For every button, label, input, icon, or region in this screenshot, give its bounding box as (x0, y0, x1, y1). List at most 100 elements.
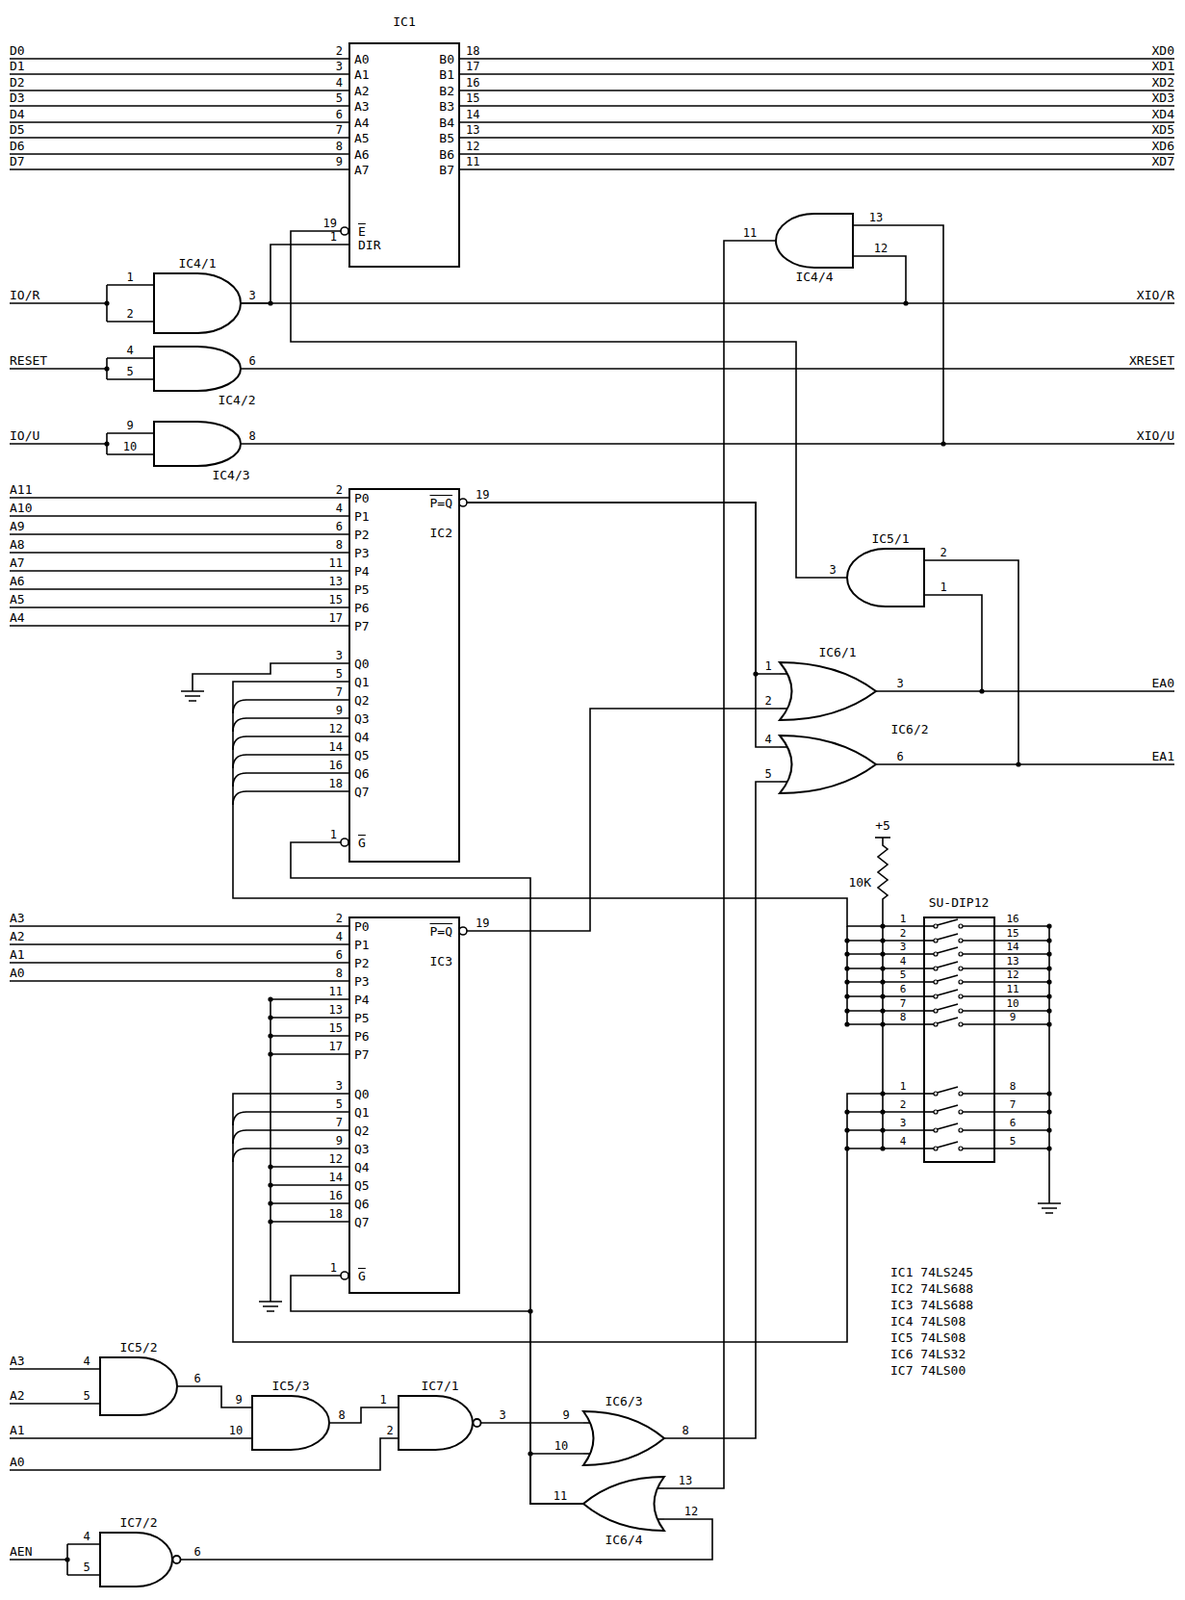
pin-number: 13 (329, 574, 343, 589)
pin-number: 1 (939, 580, 947, 594)
signal-wire (664, 781, 780, 1439)
signal-name: IC1 74LS245 (890, 1264, 974, 1280)
logic-gate: IC5/2 (100, 1357, 178, 1416)
pin-number: 8 (900, 1010, 907, 1024)
junction-dot (844, 1145, 850, 1151)
gate-symbol (252, 1395, 330, 1450)
pin-name: B6 (438, 147, 455, 162)
wire (962, 1023, 1050, 1026)
pin-number: 12 (684, 1504, 698, 1519)
pin-stub (657, 1518, 665, 1520)
pin-name: P3 (354, 974, 370, 989)
pin-number: 18 (329, 1207, 343, 1221)
wire (9, 979, 349, 982)
signal-name: EA0 (1152, 675, 1175, 691)
gate-symbol (775, 213, 853, 268)
pin-name: DIR (358, 237, 381, 253)
pin-stub (657, 1487, 665, 1490)
part-name: IC2 (430, 525, 453, 541)
signal-name: D1 (9, 58, 26, 74)
junction-dot (879, 965, 885, 971)
gate-symbol (779, 662, 876, 721)
pin-number: 8 (335, 139, 343, 154)
pin-name: P2 (354, 527, 370, 542)
part-name: IC6/1 (818, 644, 856, 660)
pin-number: 4 (82, 1354, 90, 1368)
switch-contact (958, 952, 963, 956)
junction-dot (1046, 923, 1052, 928)
pin-number: 3 (900, 940, 907, 954)
wire (9, 533, 349, 536)
junction-dot (879, 951, 885, 956)
pin-number: 3 (900, 1116, 907, 1130)
wire (905, 302, 1175, 305)
pin-number: 2 (900, 1098, 907, 1111)
pin-name: B4 (438, 115, 455, 130)
pin-number: 11 (465, 154, 480, 169)
junction-dot (527, 1450, 533, 1456)
pin-number: 6 (335, 948, 343, 962)
junction-dot (844, 993, 850, 999)
junction-dot (1046, 1108, 1052, 1114)
signal-name: XD7 (1152, 154, 1175, 169)
pin-name: P0 (354, 490, 370, 506)
signal-name: A0 (9, 1454, 26, 1469)
pin-number: 9 (234, 1392, 242, 1407)
signal-name: AEN (9, 1544, 32, 1559)
signal-name: A2 (9, 1388, 26, 1403)
wire (962, 1129, 1050, 1132)
gate-outline (154, 421, 241, 466)
wire (962, 980, 1050, 983)
junction-dot (267, 300, 273, 306)
pin-stub (779, 780, 788, 783)
wire (981, 690, 1175, 693)
junction-dot (1046, 937, 1052, 943)
signal-name: A2 (9, 928, 26, 944)
signal-name: XD1 (1152, 58, 1175, 74)
inversion-bubble (459, 498, 467, 507)
signal-name: EA1 (1152, 748, 1175, 764)
junction-dot (267, 1032, 273, 1038)
pin-number: 5 (335, 1097, 343, 1111)
pin-number: 1 (330, 230, 337, 244)
pin-number: 7 (335, 685, 343, 699)
wire (240, 367, 1175, 370)
junction-dot (1046, 951, 1052, 956)
pin-name: P1 (354, 509, 370, 524)
part-name: IC4/2 (217, 392, 256, 408)
pin-stub (779, 672, 788, 675)
wire (460, 153, 1175, 155)
wire (937, 1105, 959, 1111)
part-name: IC4/1 (178, 256, 216, 271)
pin-number: 16 (329, 1188, 343, 1203)
wire (9, 925, 349, 928)
pin-number: 15 (1005, 927, 1019, 940)
wire (460, 121, 1175, 124)
inversion-bubble (173, 1555, 181, 1564)
pin-number: 3 (828, 563, 836, 577)
wire (9, 624, 349, 627)
pin-number: 4 (335, 929, 343, 944)
pin-name: Q1 (354, 674, 370, 690)
pin-name: A4 (354, 115, 370, 130)
logic-gate: IC6/4 (583, 1476, 665, 1531)
wire (9, 606, 349, 609)
signal-name: D6 (9, 138, 26, 154)
wire (937, 1004, 959, 1010)
wire (106, 453, 155, 456)
dip-switch: SU-DIP12 (923, 916, 996, 1163)
pin-number: 3 (335, 648, 343, 663)
pin-name: P0 (354, 919, 370, 934)
ic-chip: IC1A0A1A2A3A4A5A6A7B0B1B2B3B4B5B6B7EDIR (348, 42, 461, 268)
gate-outline (775, 213, 853, 268)
pin-name: Q7 (354, 784, 370, 799)
pin-name: B2 (438, 83, 455, 99)
pin-number: 17 (465, 59, 480, 74)
junction-dot (267, 1051, 273, 1057)
switch-contact (958, 938, 963, 943)
pin-number: 5 (764, 767, 772, 781)
signal-name: IO/R (9, 287, 40, 303)
inversion-bubble (473, 1418, 482, 1427)
gate-symbol (847, 548, 925, 607)
